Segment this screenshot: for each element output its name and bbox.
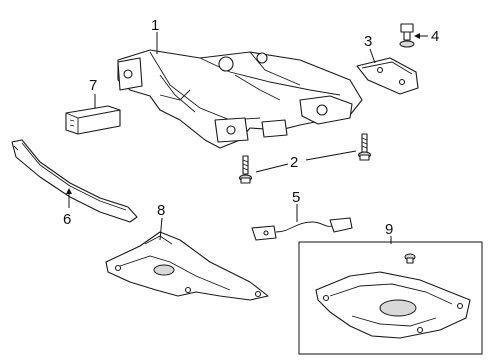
bracket-part-3 (356, 57, 419, 95)
nut-part-4 (399, 23, 415, 48)
cover-assembly-part-9 (315, 253, 471, 339)
callout-4: 4 (431, 28, 439, 45)
bar-part-6 (11, 139, 138, 223)
callout-9: 9 (385, 221, 393, 238)
bolt-part-2a (239, 155, 252, 184)
leader-3 (369, 48, 376, 64)
callout-7: 7 (89, 77, 97, 94)
under-cover-part-8 (105, 231, 269, 301)
bolt-part-2b (358, 133, 371, 161)
crossmember-part-1 (117, 49, 363, 149)
block-part-7 (65, 105, 121, 135)
leader-2b (305, 150, 357, 161)
callout-3: 3 (364, 33, 372, 50)
callout-5: 5 (292, 189, 300, 206)
callout-8: 8 (157, 202, 165, 219)
leader-2a (255, 163, 289, 173)
harness-part-5 (251, 217, 353, 241)
callout-6: 6 (63, 211, 71, 228)
callout-1: 1 (151, 17, 159, 34)
leader-8 (159, 217, 163, 241)
callout-2: 2 (290, 154, 298, 171)
